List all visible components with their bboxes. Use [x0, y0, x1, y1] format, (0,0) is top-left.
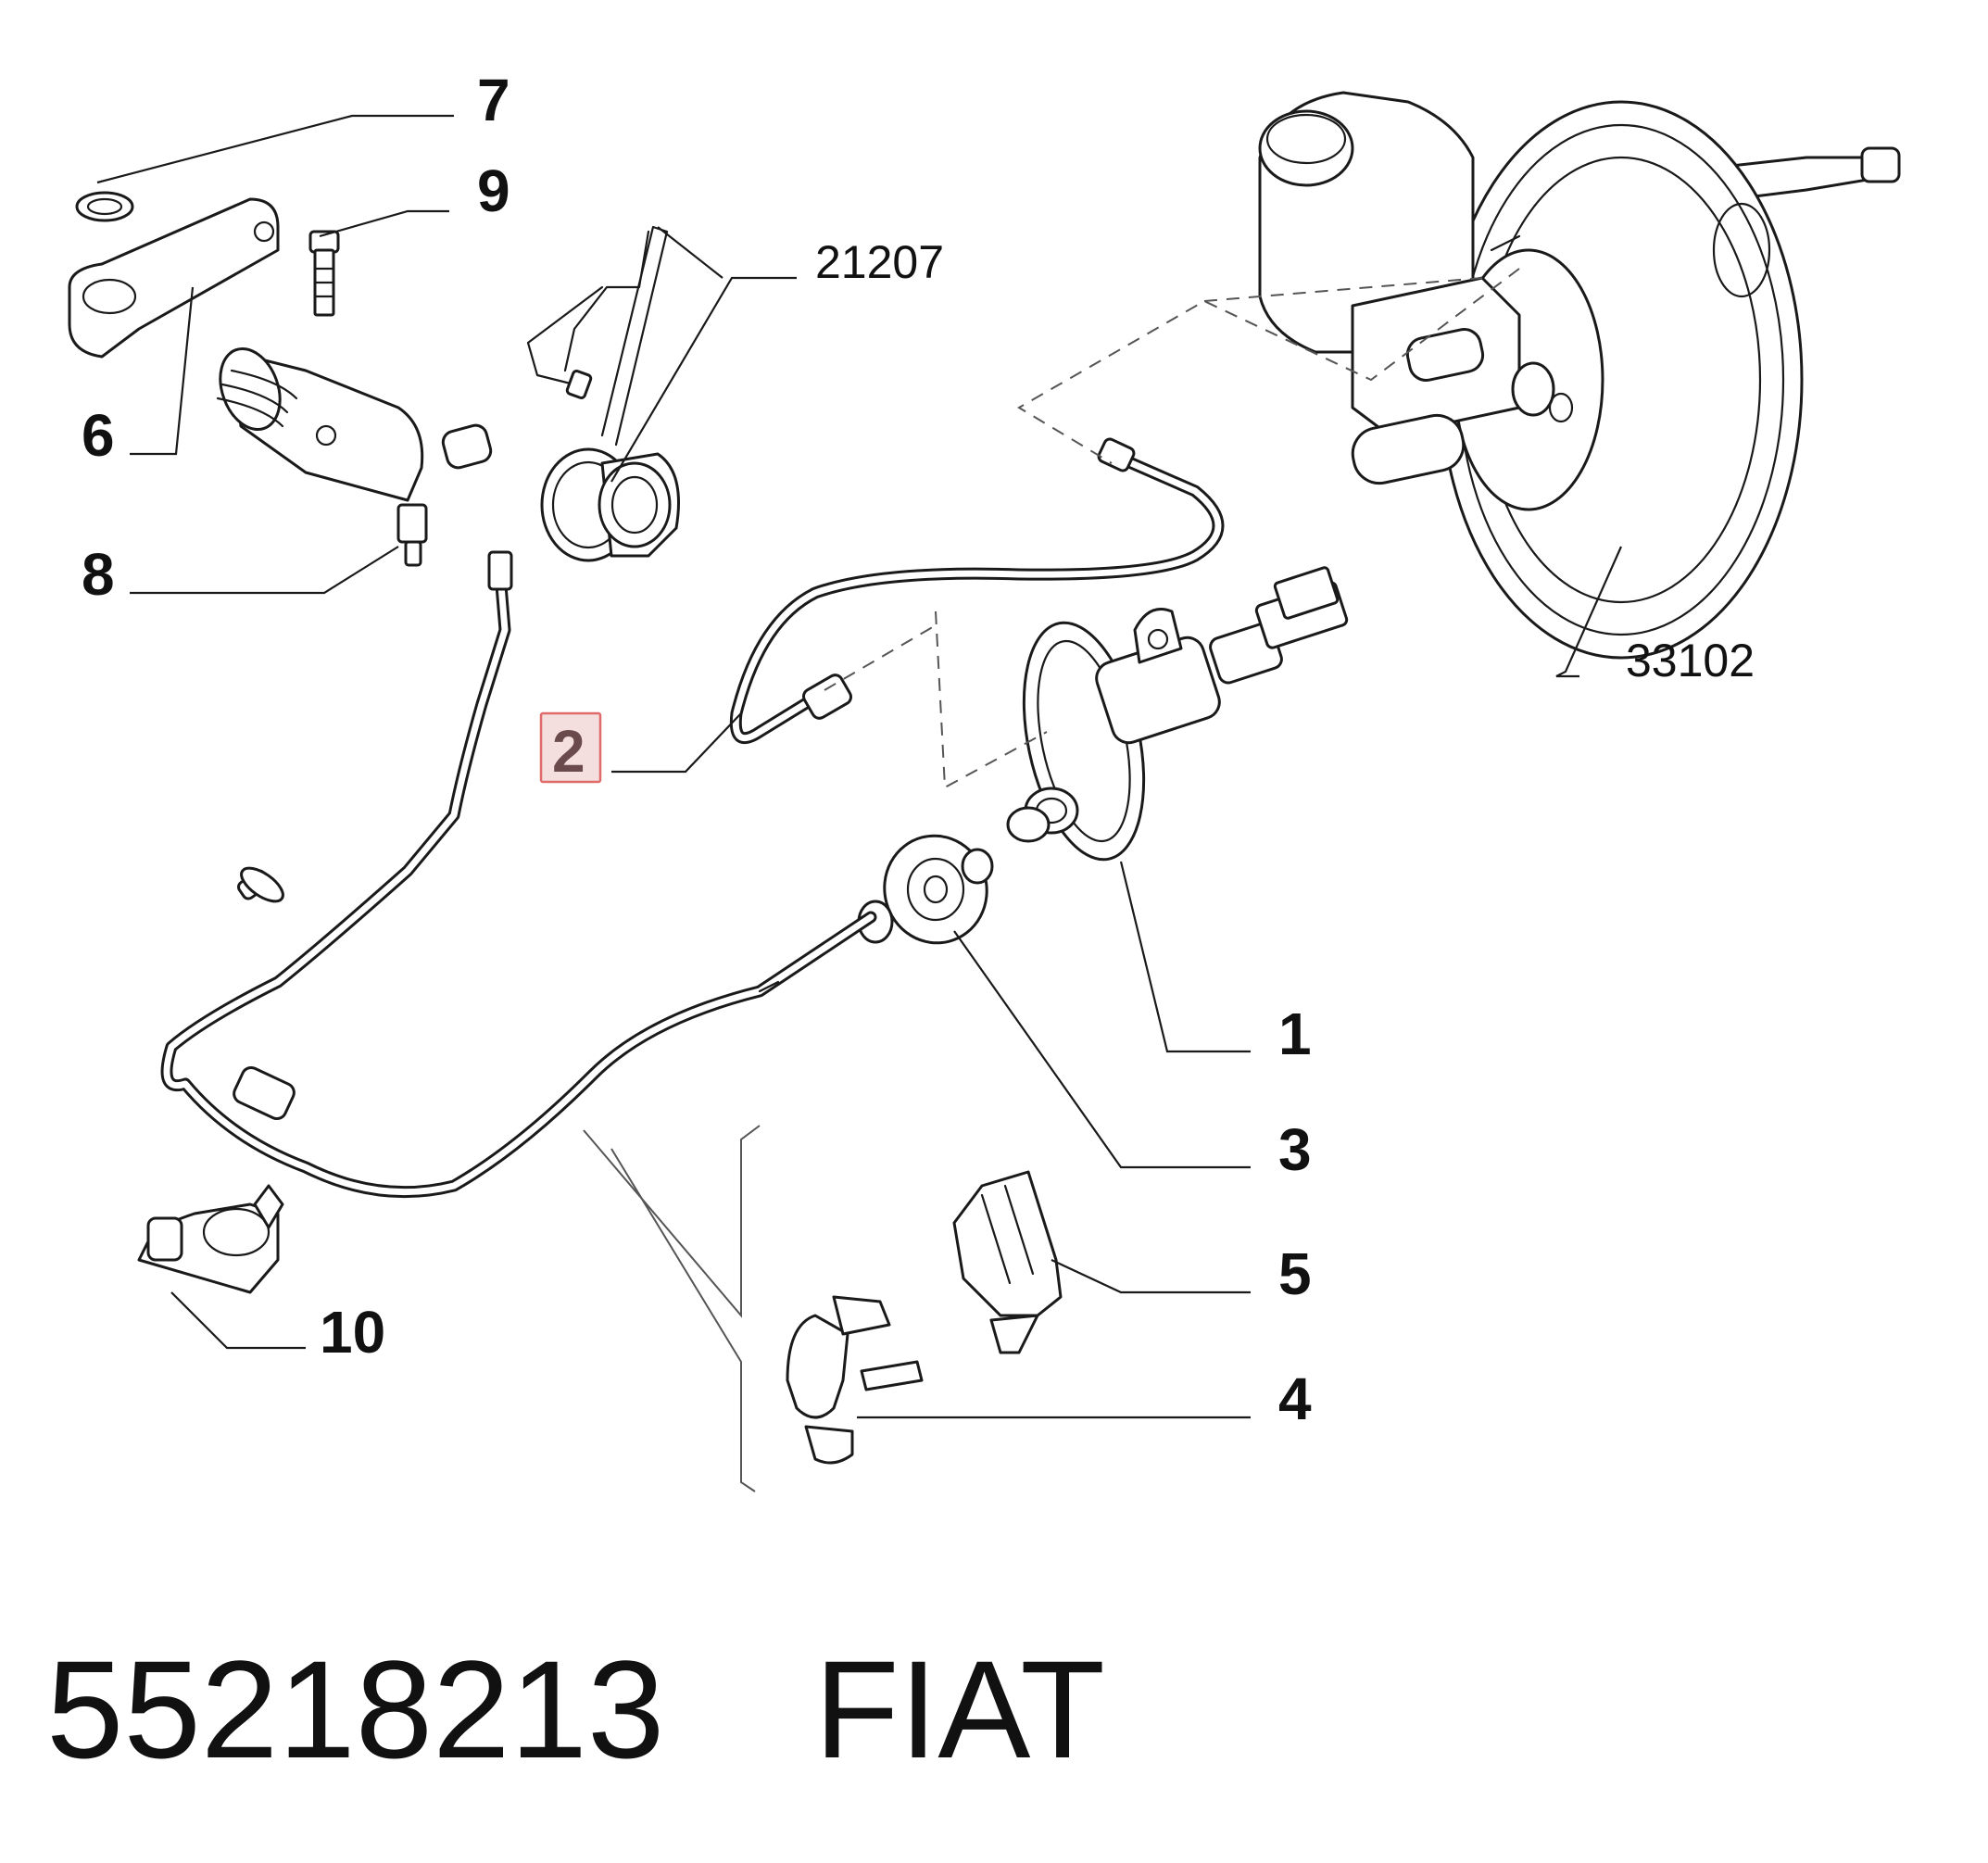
- callout-9: 9: [477, 157, 510, 224]
- clutch-master-cylinder: [1006, 566, 1349, 862]
- clip-item-5: [952, 1170, 1063, 1354]
- callout-1: 1: [1278, 1001, 1312, 1067]
- highlighted-callout-2: 2: [539, 711, 602, 785]
- callout-leader-lines: [96, 114, 1623, 1419]
- callout-3: 3: [1278, 1116, 1312, 1183]
- callout-33102: 33102: [1626, 635, 1755, 686]
- release-lever-assembly: [68, 191, 280, 359]
- callout-10: 10: [320, 1299, 385, 1366]
- callout-8: 8: [82, 541, 115, 608]
- callout-labels: 7 9 6 8 21207 33102 1 3 5 4 10: [82, 67, 1755, 1432]
- concentric-slave-cylinder: [526, 225, 680, 562]
- part-number-footer: 55218213 FIAT: [46, 1640, 1105, 1779]
- clutch-supply-hose: [160, 550, 877, 1199]
- callout-21207: 21207: [815, 236, 944, 288]
- clip-item-4: [786, 1295, 924, 1465]
- fixing-bolt-item-9: [308, 230, 340, 317]
- brake-booster-assembly: [1258, 91, 1901, 660]
- clutch-pipe-item-2: [729, 437, 1225, 745]
- callout-4: 4: [1278, 1366, 1312, 1432]
- callout-6: 6: [82, 402, 115, 469]
- callout-7: 7: [477, 67, 510, 133]
- assembly-guide-lines: [583, 268, 1520, 1492]
- callout-5: 5: [1278, 1240, 1312, 1307]
- clutch-hose-seal: [857, 834, 994, 945]
- slave-cylinder-item-8: [216, 346, 493, 567]
- part-number: 55218213: [46, 1631, 665, 1787]
- clip-item-10: [137, 1184, 284, 1294]
- callout-2: 2: [552, 718, 585, 785]
- brand-name: FIAT: [814, 1631, 1105, 1787]
